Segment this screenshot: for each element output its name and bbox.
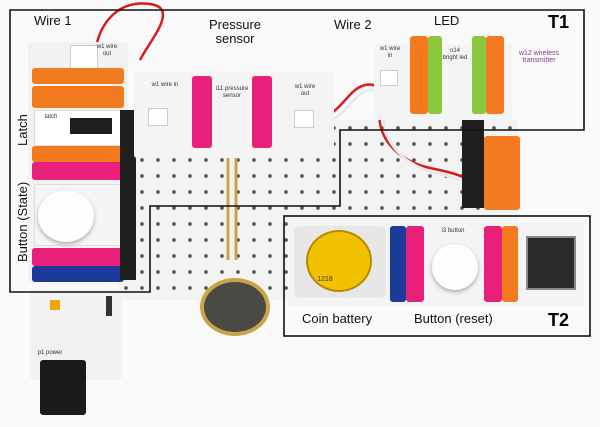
i11-text: i11 pressure sensor bbox=[215, 86, 249, 99]
blue-connector bbox=[32, 266, 124, 282]
green-connector bbox=[472, 36, 486, 114]
orange-connector bbox=[502, 226, 518, 302]
w1-led-in-text: w1 wire in bbox=[379, 46, 401, 59]
latch-text: latch bbox=[44, 114, 58, 120]
wire-in-connector bbox=[380, 70, 398, 86]
led-indicator bbox=[50, 300, 60, 310]
wire-out-connector bbox=[294, 110, 314, 128]
pink-connector bbox=[484, 226, 502, 302]
pressure-pad bbox=[200, 278, 270, 336]
button-state-cap bbox=[38, 190, 94, 242]
label-led: LED bbox=[434, 13, 460, 28]
pink-connector bbox=[406, 226, 424, 302]
p1-power-text: p1 power bbox=[37, 350, 63, 356]
w1-top-text: w1 wire out bbox=[96, 44, 118, 57]
o14-text: o14 bright led bbox=[442, 48, 468, 61]
pink-connector bbox=[252, 76, 272, 148]
group-tag-t2: T2 bbox=[548, 310, 570, 330]
power-switch bbox=[106, 296, 112, 316]
w1-out-text: w1 wire out bbox=[294, 84, 316, 97]
orange-connector bbox=[484, 136, 520, 210]
label-wire2: Wire 2 bbox=[334, 17, 372, 32]
pink-connector bbox=[32, 248, 124, 266]
label-latch: Latch bbox=[15, 114, 30, 146]
label-button-reset: Button (reset) bbox=[414, 311, 493, 326]
blue-connector bbox=[390, 226, 406, 302]
orange-connector bbox=[32, 68, 124, 84]
battery-marking: 1218 bbox=[317, 276, 333, 283]
orange-connector bbox=[32, 146, 124, 162]
label-pressure-sensor: Pressure sensor bbox=[208, 17, 262, 46]
wire-in-connector bbox=[148, 108, 168, 126]
w1-in-text: w1 wire in bbox=[151, 82, 179, 88]
i3-text: i3 button bbox=[441, 228, 465, 234]
label-button-state: Button (State) bbox=[15, 181, 30, 262]
black-stand bbox=[120, 110, 136, 280]
latch-chip bbox=[70, 118, 112, 134]
group-tag-t1: T1 bbox=[548, 12, 570, 32]
wire-out-module bbox=[70, 45, 98, 69]
coin-cell bbox=[306, 230, 372, 292]
black-stand bbox=[462, 120, 484, 208]
pink-connector bbox=[32, 162, 124, 180]
orange-connector bbox=[410, 36, 428, 114]
label-coin-battery: Coin battery bbox=[302, 311, 373, 326]
button-reset-cap bbox=[432, 244, 478, 290]
green-connector bbox=[428, 36, 442, 114]
w12-text: w12 wireless transmitter bbox=[518, 50, 560, 64]
orange-connector bbox=[32, 86, 124, 108]
label-wire1: Wire 1 bbox=[34, 13, 72, 28]
dc-jack bbox=[40, 360, 86, 415]
transmitter-chip bbox=[526, 236, 576, 290]
orange-connector bbox=[486, 36, 504, 114]
pink-connector bbox=[192, 76, 212, 148]
